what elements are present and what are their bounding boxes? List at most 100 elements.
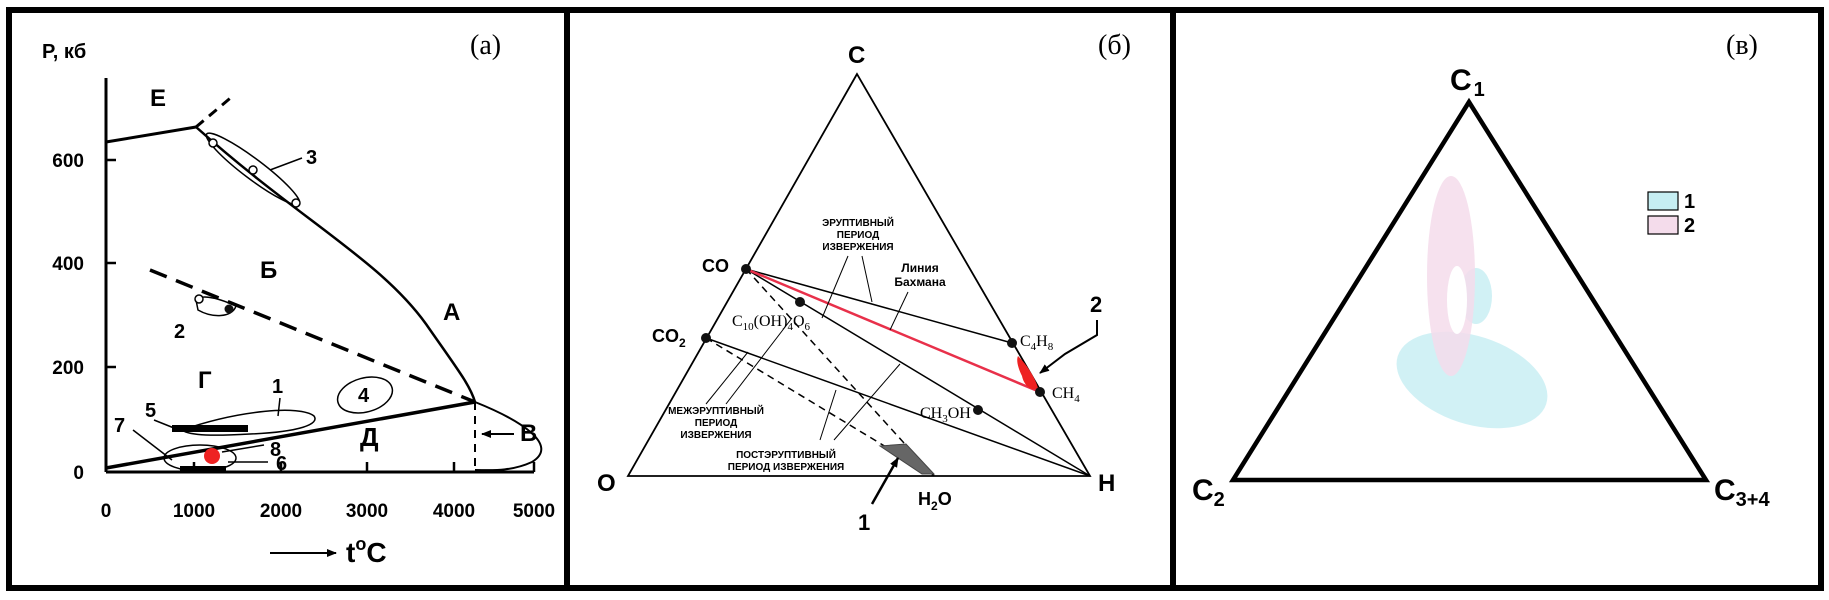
leader-intereruptive-a (705, 351, 749, 405)
panel-v-tag: (в) (1726, 30, 1758, 61)
field-blue-large (1396, 331, 1548, 429)
line-co-c4h8 (745, 268, 1013, 344)
marker-3: 3 (306, 147, 317, 169)
leader-posteruptive-b (833, 363, 901, 441)
label-posteruptive-2: ПЕРИОД ИЗВЕРЖЕНИЯ (728, 462, 844, 473)
bachmann-line (745, 267, 1041, 394)
point-ch4 (1035, 387, 1045, 397)
vertex-h: H (1098, 470, 1115, 497)
field-2-point-filled (224, 304, 234, 314)
marker-8: 8 (270, 439, 281, 461)
marker-5-leader (153, 419, 175, 429)
triangle-cho (626, 72, 1092, 477)
vertex-c2: C2 (1192, 474, 1225, 511)
label-ch4-b: 4 (1074, 393, 1080, 405)
marker-2: 2 (174, 321, 185, 343)
legend-label-2: 2 (1684, 215, 1695, 237)
panel-b: (б) C O H CO CO2 C10(OH)4O6 C4H8 CH4 CH3… (597, 30, 1131, 535)
vertex-c: C (848, 42, 865, 69)
label-ch3oh: CH3OH (920, 405, 971, 425)
marker-2-b: 2 (1090, 292, 1102, 317)
label-c4h8-b: 4 (1031, 341, 1037, 353)
label-c4h8: C4H8 (1020, 333, 1054, 353)
field-pink-hole (1447, 266, 1467, 334)
label-h2o: H2O (918, 489, 952, 513)
label-eruptive-1: ЭРУПТИВНЫЙ (822, 216, 894, 229)
leader-intereruptive-b (725, 317, 793, 405)
leader-eruptive-b (861, 255, 873, 303)
region-g-label: Г (198, 367, 212, 394)
region-d-label: Д (360, 422, 379, 452)
label-co: CO (702, 256, 729, 276)
legend-swatch-2 (1647, 215, 1679, 235)
label-c4h8-c: H (1036, 333, 1048, 350)
panel-v-frame (1170, 7, 1824, 591)
marker-4: 4 (358, 385, 370, 407)
marker-1-b: 1 (858, 510, 870, 535)
vertex-o: O (597, 470, 616, 497)
label-h2o-c: O (938, 489, 952, 509)
marker-1: 1 (272, 376, 283, 398)
x-tick-4000: 4000 (433, 501, 475, 522)
label-ch3oh-c: OH (948, 405, 972, 422)
x-axis-title-t: t (346, 537, 355, 568)
y-axis-title: P, кб (42, 41, 86, 63)
vertex-c1-main: C (1450, 64, 1472, 97)
marker-8-leader (221, 444, 265, 453)
boundary-e-left (105, 125, 197, 144)
label-co2-main: CO (652, 326, 679, 346)
dashed-co-h2o (745, 268, 935, 477)
label-h2o-b: 2 (931, 499, 938, 513)
label-eruptive-3: ИЗВЕРЖЕНИЯ (822, 242, 893, 253)
point-co2 (701, 333, 711, 343)
label-c10-f: 6 (805, 321, 811, 333)
leader-marker-2 (1039, 320, 1098, 374)
y-tick-200: 200 (52, 358, 84, 379)
region-v-label: В (520, 420, 537, 447)
boundary-e-dashed (195, 93, 235, 129)
panel-a: (а) 0 200 400 600 0 1000 2000 3000 4000 … (42, 30, 555, 568)
legend-label-1: 1 (1684, 191, 1695, 213)
vertex-c34-main: C (1714, 474, 1736, 507)
graphite-diamond-curve (195, 126, 477, 403)
x-axis-title: toC (346, 534, 387, 568)
panel-a-tag: (а) (470, 30, 501, 61)
leader-marker-1 (870, 457, 900, 505)
vertex-c2-main: C (1192, 474, 1214, 507)
x-tick-3000: 3000 (346, 501, 388, 522)
label-c10: C10(OH)4O6 (732, 313, 811, 333)
y-tick-600: 600 (52, 151, 84, 172)
label-eruptive-2: ПЕРИОД (837, 230, 880, 241)
label-c4h8-a: C (1020, 333, 1031, 350)
field-3-point-b (248, 165, 258, 175)
label-c10-d: 4 (787, 321, 793, 333)
label-intereruptive-1: МЕЖЭРУПТИВНЫЙ (668, 404, 764, 417)
grey-field-1 (878, 443, 936, 475)
label-posteruptive-1: ПОСТЭРУПТИВНЫЙ (736, 448, 836, 461)
line-co2-h (705, 337, 1091, 477)
vertex-c34: C3+4 (1714, 474, 1770, 511)
point-co (741, 264, 751, 274)
label-ch4-a: CH (1052, 385, 1075, 402)
label-c10-c: (OH) (754, 313, 788, 330)
x-tick-2000: 2000 (260, 501, 302, 522)
label-ch4: CH4 (1052, 385, 1080, 405)
leader-eruptive-a (821, 255, 849, 319)
y-ticks (106, 158, 116, 474)
marker-5: 5 (145, 400, 156, 422)
label-c4h8-d: 8 (1048, 341, 1054, 353)
triangle-c1-c2-c34 (1228, 97, 1711, 483)
point-c10 (795, 297, 805, 307)
y-tick-0: 0 (73, 463, 84, 484)
x-axis-title-c: C (366, 537, 386, 568)
field-1-shape (180, 409, 316, 436)
field-3-point-a (208, 138, 218, 148)
field-4-ellipse (336, 376, 394, 414)
label-bachmann-1: Линия (901, 261, 938, 275)
label-bachmann-2: Бахмана (894, 275, 946, 289)
x-axis-title-sup: o (355, 534, 366, 554)
vertex-c2-sub: 2 (1214, 489, 1225, 511)
